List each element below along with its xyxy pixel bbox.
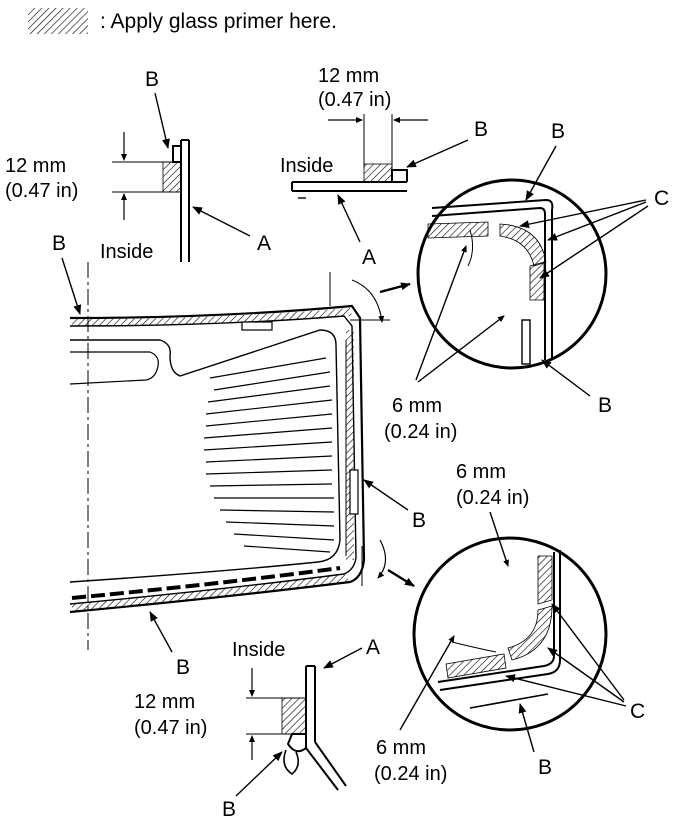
windshield-view: B B B <box>52 232 426 679</box>
dim-024in: (0.24 in) <box>456 487 529 509</box>
callout-b: B <box>538 756 552 779</box>
dim-6mm: 6 mm <box>456 461 506 483</box>
dim-024in: (0.24 in) <box>374 763 447 785</box>
callout-c: C <box>630 700 645 723</box>
dim-12mm: 12 mm <box>134 691 195 713</box>
zoom-detail-lower-corner: 6 mm (0.24 in) C B 6 mm (0.24 in) <box>374 461 645 785</box>
callout-a: A <box>366 636 380 659</box>
callout-b: B <box>598 394 612 417</box>
section-detail-top-left: B 12 mm (0.47 in) Inside A <box>5 68 271 263</box>
legend: : Apply glass primer here. <box>28 8 337 34</box>
callout-a: A <box>362 246 376 269</box>
callout-b: B <box>412 509 426 532</box>
inside-label: Inside <box>232 639 285 661</box>
callout-b: B <box>474 118 488 141</box>
legend-text: : Apply glass primer here. <box>100 10 337 33</box>
callout-a: A <box>257 232 271 255</box>
dim-047in: (0.47 in) <box>134 717 207 739</box>
dim-12mm: 12 mm <box>318 65 379 87</box>
callout-b: B <box>222 798 236 821</box>
dim-047in: (0.47 in) <box>318 89 391 111</box>
dim-6mm: 6 mm <box>392 395 442 417</box>
dim-12mm: 12 mm <box>5 155 66 177</box>
callout-b: B <box>176 656 190 679</box>
section-detail-bottom: Inside A 12 mm (0.47 in) B <box>134 636 380 821</box>
callout-c: C <box>654 187 669 210</box>
callout-b: B <box>52 232 66 255</box>
callout-b: B <box>145 68 159 91</box>
inside-label: Inside <box>100 241 153 263</box>
dim-047in: (0.47 in) <box>5 180 78 202</box>
section-detail-top-center: 12 mm (0.47 in) B Inside A <box>280 65 488 269</box>
zoom-detail-upper-corner: B C B 6 mm (0.24 in) <box>384 120 669 443</box>
hatch-swatch-icon <box>28 8 88 34</box>
dim-024in: (0.24 in) <box>384 421 457 443</box>
callout-b: B <box>551 120 565 143</box>
dim-6mm: 6 mm <box>376 737 426 759</box>
inside-label: Inside <box>280 155 333 177</box>
